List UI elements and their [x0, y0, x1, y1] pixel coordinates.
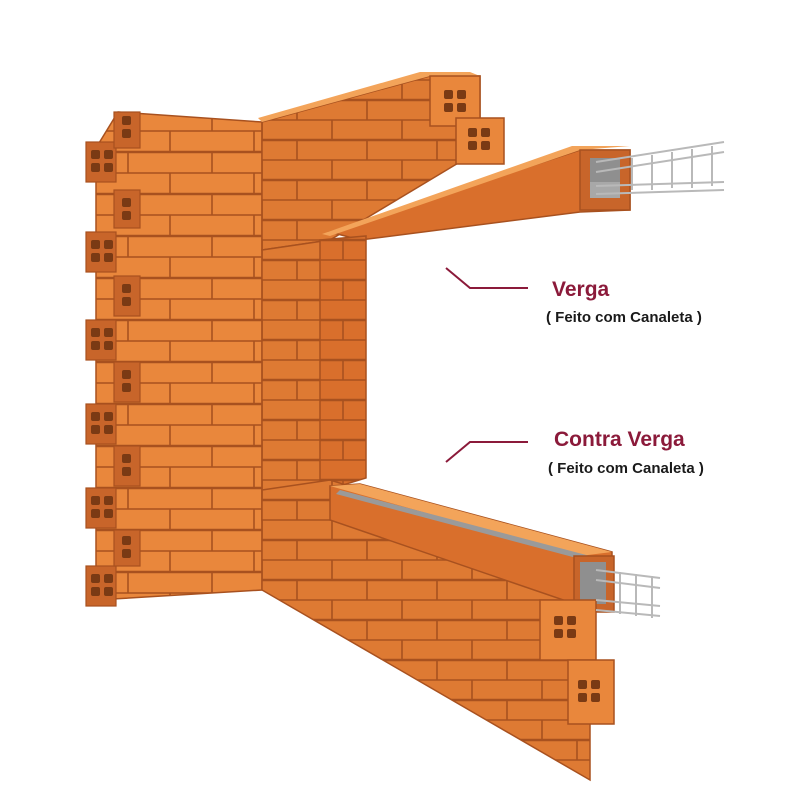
verga-title: Verga [552, 278, 609, 302]
left-wing-wall [86, 112, 262, 606]
window-jamb [262, 236, 366, 520]
contra-verga-subtitle: ( Feito com Canaleta ) [548, 460, 704, 477]
verga-leader-line [446, 268, 528, 288]
verga-subtitle: ( Feito com Canaleta ) [546, 309, 702, 326]
contra-verga-leader-line [446, 442, 528, 462]
contra-verga-title: Contra Verga [554, 428, 685, 452]
